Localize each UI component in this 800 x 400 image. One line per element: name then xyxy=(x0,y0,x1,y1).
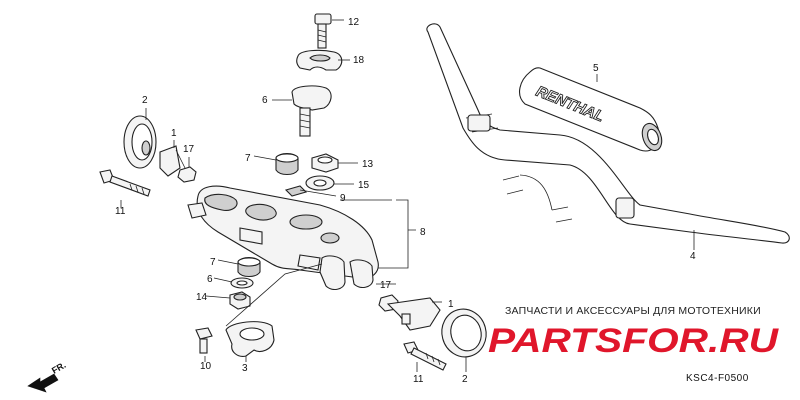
callout-17: 17 xyxy=(183,144,195,155)
rubber-part-7-lower xyxy=(237,256,261,278)
callout-4: 4 xyxy=(690,251,696,262)
rubber-part-7-upper xyxy=(275,152,299,176)
bar-clamp-mark-right xyxy=(615,197,635,219)
callout-5: 5 xyxy=(593,63,599,74)
triple-clamp-part-8 xyxy=(187,185,379,291)
washer-part-9 xyxy=(284,185,308,197)
washer-part-6-lower xyxy=(230,277,254,289)
callout-10: 10 xyxy=(200,361,212,372)
nut-part-17-left xyxy=(177,166,197,183)
callout-14: 14 xyxy=(196,292,208,303)
bar-end-part-2-right xyxy=(441,308,487,358)
callout-15: 15 xyxy=(358,180,370,191)
callout-3: 3 xyxy=(242,363,248,374)
watermark-brand: PARTSFOR.RU xyxy=(488,322,780,360)
callout-8: 8 xyxy=(420,227,426,238)
leader-lines xyxy=(120,19,695,372)
handlebar-part-4 xyxy=(426,23,790,244)
bolt-part-12 xyxy=(314,13,332,49)
callout-2: 2 xyxy=(142,95,148,106)
callout-9: 9 xyxy=(340,193,346,204)
bar-clamp-mark-left xyxy=(467,114,491,132)
bracket-part-1-left xyxy=(159,145,187,177)
callout-6: 6 xyxy=(207,274,213,285)
callout-12: 12 xyxy=(348,17,360,28)
bolt-part-10 xyxy=(195,327,213,354)
bar-end-part-2-left xyxy=(123,115,157,169)
bolt-part-11-right xyxy=(403,341,447,371)
callout-7: 7 xyxy=(210,257,216,268)
diagram-code: KSC4-F0500 xyxy=(686,373,749,384)
fr-label: FR. xyxy=(50,360,68,376)
callout-11: 11 xyxy=(413,374,424,385)
lower-holder-part-6 xyxy=(291,85,332,137)
callout-numbers: 12 18 6 2 1 17 7 13 15 9 11 8 7 6 14 17 1 10 3 11 2 5 4 xyxy=(115,17,696,385)
callout-2: 2 xyxy=(462,374,468,385)
bolt-part-11-left xyxy=(99,169,151,197)
watermark-subtitle: ЗАПЧАСТИ И АКСЕССУАРЫ ДЛЯ МОТОТЕХНИКИ xyxy=(505,305,761,317)
front-direction-arrow: FR. xyxy=(27,360,68,393)
bracket-part-1-right xyxy=(386,297,441,331)
callout-6: 6 xyxy=(262,95,268,106)
callout-1: 1 xyxy=(448,299,454,310)
washer-part-15 xyxy=(305,175,335,191)
upper-holder-part-18 xyxy=(296,49,343,71)
nut-part-13 xyxy=(311,153,339,173)
nut-part-14 xyxy=(229,291,251,310)
watermark: ЗАПЧАСТИ И АКСЕССУАРЫ ДЛЯ МОТОТЕХНИКИ PA… xyxy=(488,305,780,360)
callout-17: 17 xyxy=(380,280,392,291)
callout-7: 7 xyxy=(245,153,251,164)
lower-clamp-part-3 xyxy=(225,321,275,357)
callout-1: 1 xyxy=(171,128,177,139)
callout-13: 13 xyxy=(362,159,374,170)
callout-11: 11 xyxy=(115,206,126,217)
callout-18: 18 xyxy=(353,55,365,66)
